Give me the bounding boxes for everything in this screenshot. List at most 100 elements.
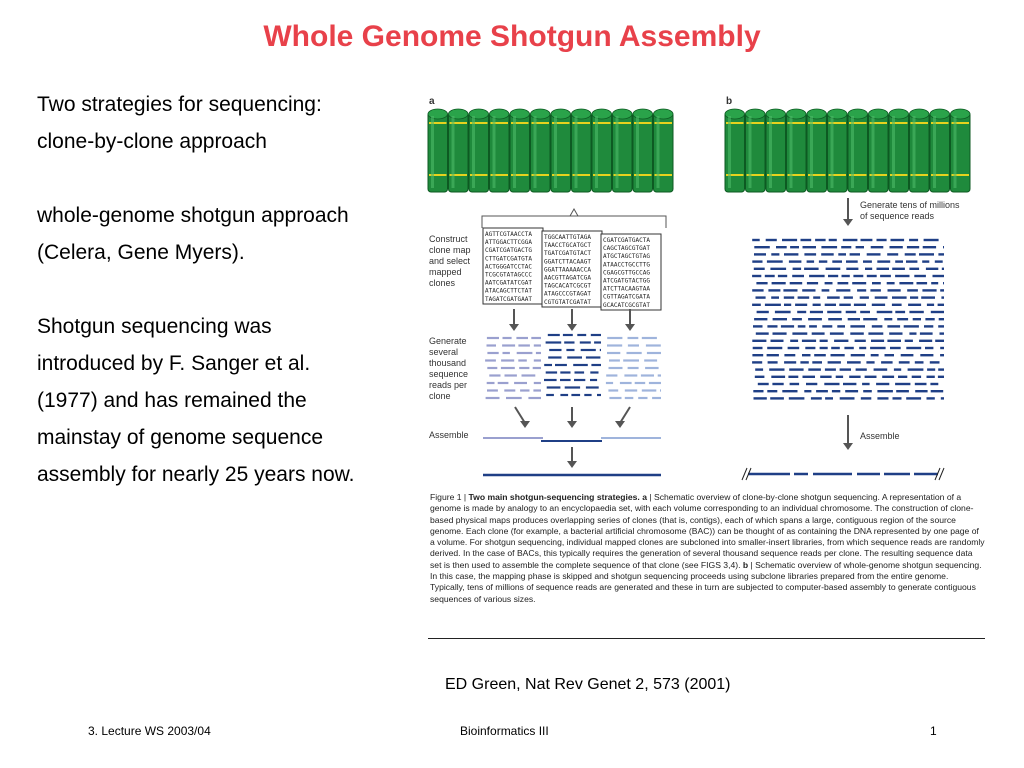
encyclopedia-books-a [427,108,674,193]
book-volume [827,108,848,193]
assembled-sequence-b [741,467,945,481]
figure-caption: Figure 1 | Two main shotgun-sequencing s… [430,492,985,605]
down-arrow [514,406,530,428]
clone-sequence-line: GCACATCGCGTAT [603,302,650,309]
clone-card: AGTTCGTAACCTAATTGGACTTCGGACGATCGATGACTGC… [482,227,544,305]
clone-sequence-line: GGATTAAAAACCA [544,266,591,273]
book-volume [653,108,674,193]
clone-sequence-line: TGATCGATGTACT [544,250,591,257]
generate-reads-label: Generate several thousand sequence reads… [429,336,471,401]
book-volume [591,108,612,193]
assemble-label-a: Assemble [429,430,469,440]
body-line: clone-by-clone approach [37,130,267,153]
down-arrow [843,415,853,450]
footer-course: Bioinformatics III [460,724,549,738]
book-volume [509,108,530,193]
clone-sequence-line: AACGTTAGATCGA [544,275,591,282]
clone-sequence-line: TCGCGTATAGCCC [485,272,532,279]
down-arrow [625,309,635,331]
body-line: (1977) and has remained the [37,389,307,412]
book-volume [888,108,909,193]
down-arrow [843,198,853,226]
clone-sequence-line: CGTTAGATCGATA [603,294,650,301]
book-volume [745,108,766,193]
clone-sequence-line: CAGCTAGCGTGAT [603,245,650,252]
footer-page-number: 1 [930,724,937,738]
down-arrow [509,309,519,331]
clone-sequence-line: CGTGTATCGATAT [544,299,591,306]
generate-tens-of-millions-label: Generate tens of millions of sequence re… [860,200,962,221]
clone-sequence-line: TAGCACATCGCGT [544,283,591,290]
clone-sequence-line: TGGCAATTGTAGA [544,234,591,241]
body-line: assembly for nearly 25 years now. [37,463,355,486]
clone-sequence-line: ATTGGACTTCGGA [485,239,532,246]
clone-sequence-line: ATAGCCCGTAGAT [544,291,591,298]
construct-label: Construct clone map and select mapped cl… [429,234,473,288]
clone-sequence-line: ATGCTAGCTGTAG [603,253,650,260]
citation: ED Green, Nat Rev Genet 2, 573 (2001) [445,676,731,693]
clone-sequence-line: TAGATCGATGAAT [485,296,532,303]
clone-sequence-line: TAACCTGCATGCT [544,242,591,249]
encyclopedia-books-b [724,108,971,193]
sequence-reads-b [752,238,944,400]
bracket-peak [569,207,579,217]
body-text: Two strategies for sequencing: clone-by-… [37,86,432,493]
body-line: whole-genome shotgun approach [37,204,349,227]
clone-sequence-line: CTTGATCGATGTA [485,255,532,262]
clone-sequence-line: ATCGATGTACTGG [603,278,650,285]
caption-bold-b: b [742,559,749,570]
book-volume [847,108,868,193]
book-volume [427,108,448,193]
book-volume [765,108,786,193]
caption-bold-a: a [642,492,647,502]
clone-cards: AGTTCGTAACCTAATTGGACTTCGGACGATCGATGACTGC… [482,227,662,311]
shotgun-strategies-figure: a b Construct clone map and select mappe… [427,96,971,481]
footer-lecture: 3. Lecture WS 2003/04 [88,724,211,738]
caption-text-b: | Schematic overview of whole-genome sho… [430,559,982,604]
panel-a-label: a [429,96,435,107]
book-volume [489,108,510,193]
slide-title: Whole Genome Shotgun Assembly [263,20,761,53]
down-arrow [567,447,577,468]
clone-sequence-line: ATAACCTGCCTTG [603,261,650,268]
body-line: mainstay of genome sequence [37,426,324,449]
caption-rule [428,638,985,639]
body-line: (Celera, Gene Myers). [37,241,245,264]
book-volume [448,108,469,193]
book-volume [632,108,653,193]
body-line: Shotgun sequencing was [37,315,272,338]
clone-bracket [481,215,667,228]
body-line: Two strategies for sequencing: [37,93,322,116]
book-volume [868,108,889,193]
arrows-a [509,309,635,468]
book-volume [909,108,930,193]
book-volume [786,108,807,193]
clone-sequence-line: AGTTCGTAACCTA [485,231,532,238]
down-arrow [567,407,577,428]
clone-sequence-line: CGATCGATGACTA [603,237,650,244]
assemble-label-b: Assemble [860,431,900,441]
sequence-reads-a [485,333,661,400]
body-line: introduced by F. Sanger et al. [37,352,311,375]
caption-text-a: | Schematic overview of clone-by-clone s… [430,492,985,570]
book-volume [724,108,745,193]
clone-sequence-line: CGATCGATGACTG [485,247,532,254]
book-volume [806,108,827,193]
book-volume [550,108,571,193]
book-volume [929,108,950,193]
clone-card: CGATCGATGACTACAGCTAGCGTGATATGCTAGCTGTAGA… [600,233,662,311]
clone-sequence-line: ACTGGGATCCTAC [485,263,532,270]
panel-b-label: b [726,96,732,107]
arrows-b [843,198,853,450]
book-volume [468,108,489,193]
clone-card: TGGCAATTGTAGATAACCTGCATGCTTGATCGATGTACTG… [541,230,603,308]
clone-sequence-line: GGATCTTACAAGT [544,258,591,265]
clone-sequence-line: ATCTTACAAGTAA [603,286,650,293]
clone-sequence-line: ATACAGCTTCTAT [485,288,532,295]
caption-bold-title: Two main shotgun-sequencing strategies. [468,492,640,502]
book-volume [571,108,592,193]
clone-sequence-line: AATCGATATCGAT [485,280,532,287]
book-volume [612,108,633,193]
book-volume [950,108,971,193]
book-volume [530,108,551,193]
